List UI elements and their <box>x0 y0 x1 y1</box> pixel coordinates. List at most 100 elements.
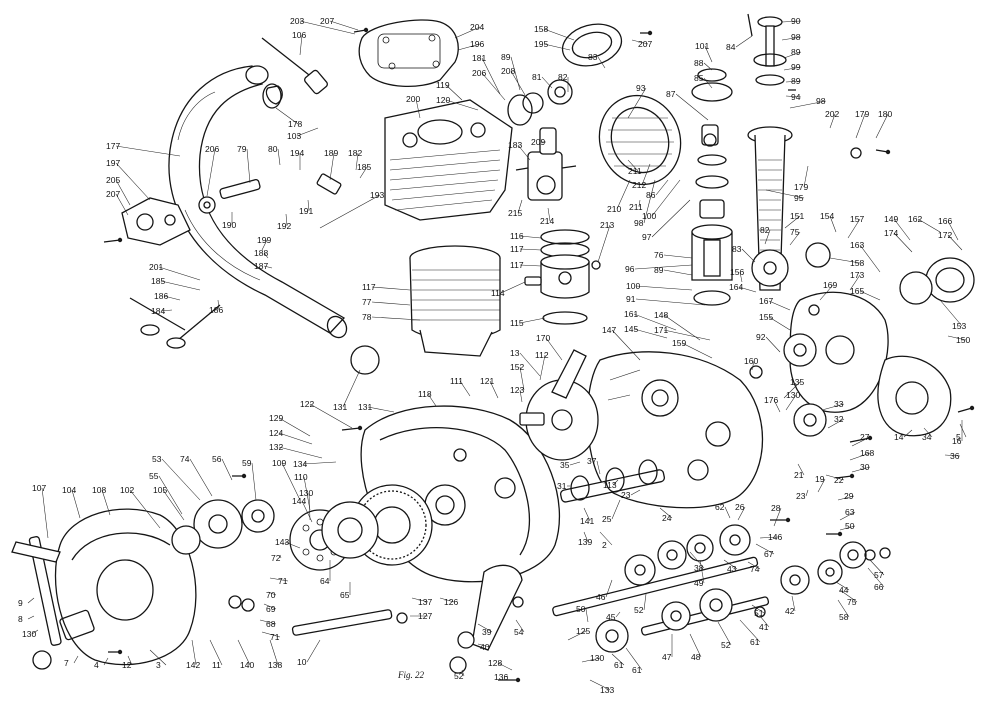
part-callout: 16 <box>952 436 962 446</box>
part-callout: 82 <box>558 72 568 82</box>
part-callout: 80 <box>268 144 278 154</box>
callout-leader <box>251 462 257 501</box>
part-callout: 129 <box>269 413 283 423</box>
callout-leader <box>747 561 761 570</box>
callout-leader <box>515 619 525 633</box>
callout-leader <box>445 99 479 111</box>
generator-cover <box>877 355 952 437</box>
callout-leader <box>851 466 871 473</box>
callout-leader <box>675 93 709 121</box>
part-callout: 153 <box>952 321 966 331</box>
part-callout: 176 <box>764 395 778 405</box>
callout-leader <box>781 36 802 41</box>
part-callout: 85 <box>694 73 704 83</box>
part-callout: 196 <box>470 39 484 49</box>
part-callout: 207 <box>106 189 120 199</box>
part-callout: 184 <box>151 306 165 316</box>
callout-leader <box>519 264 542 267</box>
part-callout: 98 <box>816 96 826 106</box>
callout-leader <box>302 461 337 465</box>
callout-leader <box>189 458 213 497</box>
callout-leader <box>115 162 151 201</box>
callout-leader <box>301 500 313 523</box>
part-callout: 197 <box>106 158 120 168</box>
part-callout: 167 <box>759 296 773 306</box>
callout-leader <box>246 148 251 184</box>
part-callout: 180 <box>878 109 892 119</box>
cylinder-barrel <box>409 245 501 357</box>
part-callout: 111 <box>450 376 463 386</box>
part-callout: 38 <box>694 563 704 573</box>
callout-leader <box>944 454 961 457</box>
part-callout: 124 <box>269 428 283 438</box>
callout-leader <box>308 492 311 521</box>
part-callout: 166 <box>938 216 952 226</box>
part-callout: 56 <box>212 454 222 464</box>
part-callout: 144 <box>292 496 306 506</box>
part-callout: 156 <box>730 267 744 277</box>
callout-leader <box>947 335 967 341</box>
callout-leader <box>583 531 589 543</box>
part-callout: 112 <box>535 350 549 360</box>
callout-leader <box>355 152 359 171</box>
clutch-plates <box>289 501 379 571</box>
callout-leader <box>768 316 791 331</box>
callout-leader <box>103 657 109 666</box>
part-callout: 2 <box>602 540 607 550</box>
part-callout: 71 <box>278 576 288 586</box>
part-callout: 84 <box>726 42 736 52</box>
primary-cover <box>54 508 197 666</box>
callout-leader <box>825 474 845 481</box>
callout-leader <box>481 57 501 95</box>
part-callout: 23 <box>796 491 806 501</box>
part-callout: 9 <box>18 598 23 608</box>
callout-leader <box>751 604 765 614</box>
carburettor <box>515 127 577 201</box>
callout-leader <box>277 148 281 166</box>
callout-leader <box>279 554 282 559</box>
part-callout: 183 <box>508 140 522 150</box>
callout-leader <box>959 423 967 438</box>
callout-leader <box>162 489 185 521</box>
part-callout: 152 <box>510 362 524 372</box>
callout-leader <box>849 274 861 291</box>
callout-leader <box>755 543 775 555</box>
part-callout: 123 <box>510 385 524 395</box>
callout-leader <box>855 113 866 139</box>
callout-leader <box>367 406 395 413</box>
part-callout: 209 <box>531 137 545 147</box>
figure-caption: Fig. 22 <box>397 670 424 680</box>
part-callout: 207 <box>320 16 334 26</box>
part-callout: 136 <box>494 672 508 682</box>
callout-leader <box>741 248 756 263</box>
part-callout: 52 <box>634 605 644 615</box>
part-callout: 164 <box>729 282 743 292</box>
callout-leader <box>115 179 131 206</box>
part-callout: 50 <box>845 521 855 531</box>
part-callout: 140 <box>240 660 254 670</box>
callout-leader <box>115 145 181 157</box>
part-callout: 89 <box>791 76 801 86</box>
part-callout: 39 <box>482 627 492 637</box>
part-callout: 200 <box>406 94 420 104</box>
part-callout: 47 <box>662 652 672 662</box>
part-callout: 139 <box>578 537 592 547</box>
part-callout: 162 <box>908 214 922 224</box>
part-callout: 158 <box>850 258 864 268</box>
callout-leader <box>519 248 542 251</box>
callout-leader <box>303 476 311 511</box>
callout-leader <box>849 452 871 461</box>
part-callout: 202 <box>825 109 839 119</box>
callout-leader <box>263 603 277 610</box>
part-callout: 148 <box>654 310 668 320</box>
callout-leader <box>371 316 421 321</box>
part-callout: 131 <box>358 402 372 412</box>
part-callout: 213 <box>600 220 614 230</box>
callout-leader <box>704 45 713 63</box>
callout-leader <box>612 479 619 486</box>
part-callout: 14 <box>894 432 904 442</box>
crankshaft <box>519 349 599 461</box>
callout-leader <box>263 252 269 259</box>
part-callout: 214 <box>540 216 554 226</box>
part-callout: 86 <box>646 190 656 200</box>
